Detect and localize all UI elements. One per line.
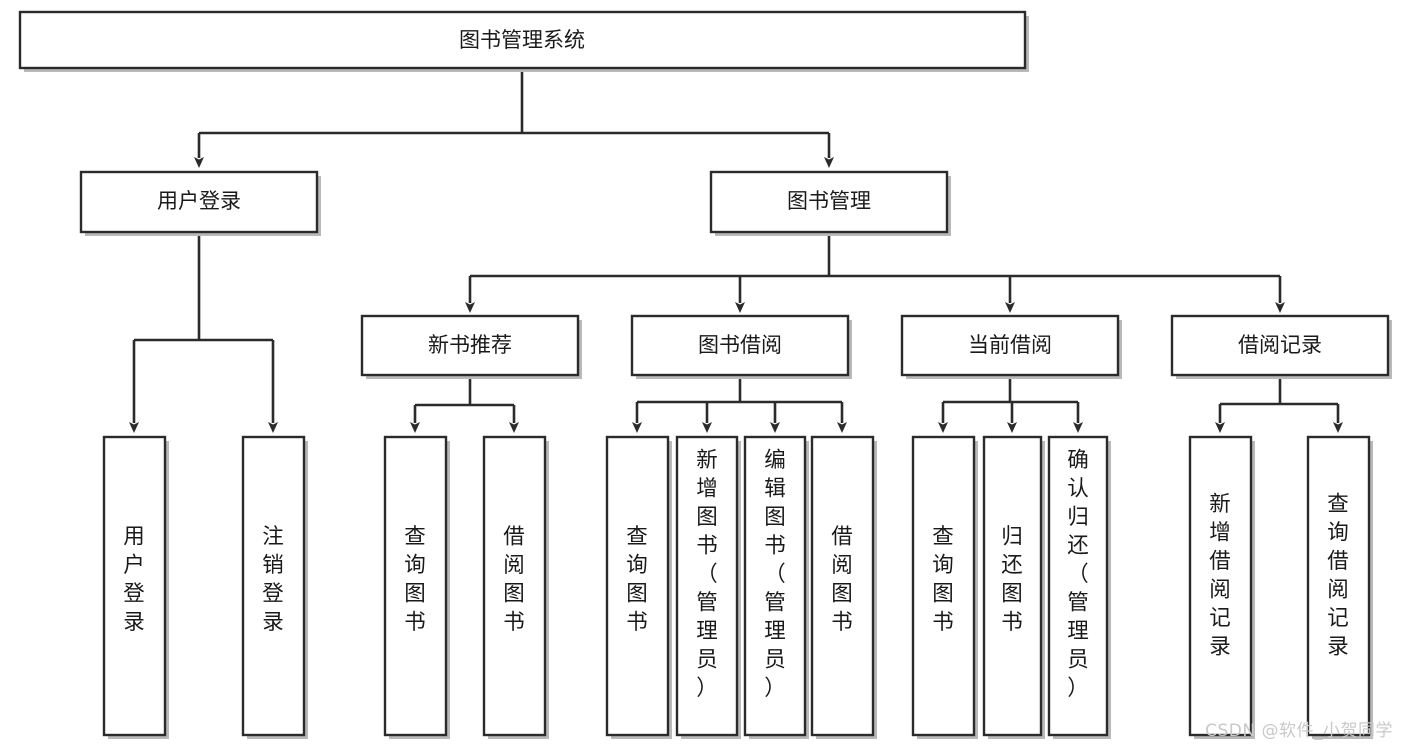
node-root-system[interactable]: 图书管理系统 xyxy=(18,10,1029,72)
csdn-watermark: CSDN @软件_小贺同学 xyxy=(1205,721,1393,741)
leaf-current-query-book[interactable]: 查询图书 xyxy=(911,435,978,739)
leaf-current-query-book-rect xyxy=(911,435,976,737)
leaf-edit-book-admin-rect xyxy=(743,435,807,737)
leaf-newbook-borrow-book[interactable]: 借阅图书 xyxy=(482,435,549,739)
leaf-user-login-label: 用户登录 xyxy=(123,524,145,635)
leaf-borrow-book-label: 借阅图书 xyxy=(831,524,853,635)
leaf-borrow-query-book[interactable]: 查询图书 xyxy=(605,435,672,739)
leaf-add-borrow-record-label: 新增借阅记录 xyxy=(1209,492,1231,660)
leaf-confirm-return-admin[interactable]: 确认归还（管理员） xyxy=(1047,435,1111,739)
leaf-logout-label: 注销登录 xyxy=(262,524,284,635)
node-book-management-label: 图书管理 xyxy=(787,189,871,213)
node-current-borrow-rect xyxy=(900,314,1120,377)
node-book-management-rect xyxy=(709,170,949,234)
leaf-borrow-book-rect xyxy=(810,435,875,737)
leaf-return-book-label: 归还图书 xyxy=(1001,524,1023,635)
leaf-newbook-borrow-book-label: 借阅图书 xyxy=(503,524,525,635)
leaf-query-borrow-record-label: 查询借阅记录 xyxy=(1327,492,1349,660)
leaf-newbook-query-book[interactable]: 查询图书 xyxy=(383,435,450,739)
leaf-add-borrow-record-rect xyxy=(1188,435,1253,737)
leaf-add-borrow-record[interactable]: 新增借阅记录 xyxy=(1188,435,1255,739)
node-root-label: 图书管理系统 xyxy=(459,28,585,52)
node-user-login-label: 用户登录 xyxy=(157,189,241,213)
node-new-book-recommend[interactable]: 新书推荐 xyxy=(360,314,582,379)
leaf-newbook-query-book-label: 查询图书 xyxy=(404,524,426,635)
node-user-login-rect xyxy=(79,170,319,234)
node-current-borrow-label: 当前借阅 xyxy=(968,333,1052,357)
leaf-newbook-query-book-rect xyxy=(383,435,448,737)
leaf-newbook-borrow-book-rect xyxy=(482,435,547,737)
leaf-add-book-admin-label: 新增图书（管理员） xyxy=(696,448,718,701)
leaf-add-book-admin[interactable]: 新增图书（管理员） xyxy=(675,435,741,739)
leaf-borrow-query-book-label: 查询图书 xyxy=(626,524,648,635)
connector-layer xyxy=(129,68,1343,433)
node-book-borrow-label: 图书借阅 xyxy=(698,333,782,357)
leaf-logout-rect xyxy=(241,435,306,737)
leaf-current-query-book-label: 查询图书 xyxy=(932,524,954,635)
leaf-return-book-rect xyxy=(982,435,1043,737)
leaf-edit-book-admin-label: 编辑图书（管理员） xyxy=(764,448,786,701)
node-new-book-recommend-label: 新书推荐 xyxy=(428,333,512,357)
node-borrow-record[interactable]: 借阅记录 xyxy=(1170,314,1392,379)
node-current-borrow[interactable]: 当前借阅 xyxy=(900,314,1122,379)
leaf-return-book[interactable]: 归还图书 xyxy=(982,435,1045,739)
leaf-borrow-book[interactable]: 借阅图书 xyxy=(810,435,877,739)
leaf-query-borrow-record-rect xyxy=(1306,435,1371,737)
leaf-user-login-rect xyxy=(102,435,167,737)
leaf-user-login[interactable]: 用户登录 xyxy=(102,435,169,739)
node-root-rect xyxy=(18,10,1027,70)
leaf-query-borrow-record[interactable]: 查询借阅记录 xyxy=(1306,435,1373,739)
node-book-management[interactable]: 图书管理 xyxy=(709,170,951,236)
node-user-login[interactable]: 用户登录 xyxy=(79,170,321,236)
leaf-confirm-return-admin-label: 确认归还（管理员） xyxy=(1067,448,1089,701)
node-new-book-recommend-rect xyxy=(360,314,580,377)
leaf-logout[interactable]: 注销登录 xyxy=(241,435,308,739)
leaf-layer: 用户登录 注销登录 查询图书 借阅图书 查询 xyxy=(102,435,1373,739)
leaf-add-book-admin-rect xyxy=(675,435,739,737)
node-book-borrow[interactable]: 图书借阅 xyxy=(630,314,852,379)
leaf-borrow-query-book-rect xyxy=(605,435,670,737)
node-borrow-record-label-rect xyxy=(1170,314,1390,377)
node-book-borrow-rect xyxy=(630,314,850,377)
leaf-edit-book-admin[interactable]: 编辑图书（管理员） xyxy=(743,435,809,739)
leaf-confirm-return-admin-rect xyxy=(1047,435,1109,737)
node-borrow-record-label: 借阅记录 xyxy=(1238,333,1322,357)
